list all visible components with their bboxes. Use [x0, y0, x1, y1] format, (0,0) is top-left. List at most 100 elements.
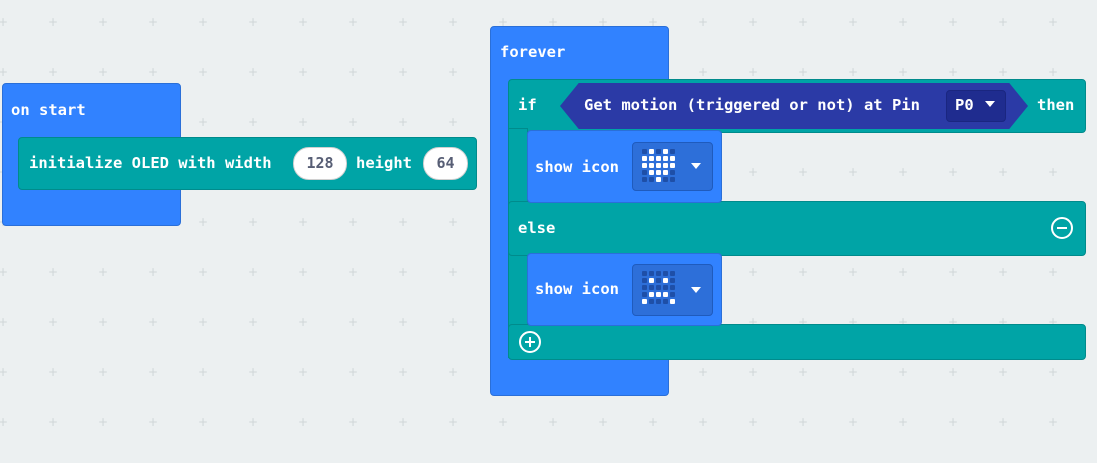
grid-marker: +	[947, 165, 959, 179]
grid-marker: +	[47, 415, 59, 429]
grid-marker: +	[397, 65, 409, 79]
grid-marker: +	[647, 15, 659, 29]
grid-marker: +	[397, 315, 409, 329]
led-off	[663, 177, 668, 182]
led-off	[656, 285, 661, 290]
grid-marker: +	[447, 15, 459, 29]
pin-dropdown-arrow-icon	[985, 101, 995, 107]
sad-face-icon	[642, 271, 675, 304]
grid-marker: +	[647, 415, 659, 429]
if-label: if	[518, 96, 537, 114]
grid-marker: +	[397, 365, 409, 379]
grid-marker: +	[197, 15, 209, 29]
grid-marker: +	[147, 315, 159, 329]
grid-marker: +	[847, 15, 859, 29]
grid-marker: +	[397, 115, 409, 129]
grid-marker: +	[197, 115, 209, 129]
grid-marker: +	[747, 315, 759, 329]
grid-marker: +	[347, 365, 359, 379]
led-off	[656, 299, 661, 304]
led-on	[649, 278, 654, 283]
led-on	[656, 163, 661, 168]
if-else-footer	[508, 324, 1086, 360]
grid-marker: +	[797, 165, 809, 179]
grid-marker: +	[247, 365, 259, 379]
grid-marker: +	[47, 365, 59, 379]
plus-circle-icon[interactable]	[519, 331, 541, 353]
oled-width-input[interactable]: 128	[293, 147, 347, 180]
grid-marker: +	[0, 365, 9, 379]
grid-marker: +	[1047, 65, 1059, 79]
minus-circle-icon[interactable]	[1051, 217, 1073, 239]
led-on	[656, 177, 661, 182]
led-on	[656, 292, 661, 297]
grid-marker: +	[197, 265, 209, 279]
led-on	[649, 170, 654, 175]
led-on	[663, 278, 668, 283]
grid-marker: +	[1047, 415, 1059, 429]
grid-marker: +	[797, 265, 809, 279]
grid-marker: +	[947, 65, 959, 79]
led-on	[656, 156, 661, 161]
grid-marker: +	[597, 415, 609, 429]
grid-marker: +	[247, 315, 259, 329]
grid-marker: +	[1047, 165, 1059, 179]
grid-marker: +	[747, 65, 759, 79]
icon-dropdown-else-arrow-icon	[691, 287, 701, 293]
led-off	[656, 149, 661, 154]
grid-marker: +	[847, 315, 859, 329]
led-on	[663, 170, 668, 175]
grid-marker: +	[947, 415, 959, 429]
grid-marker: +	[997, 165, 1009, 179]
grid-marker: +	[897, 315, 909, 329]
grid-marker: +	[447, 365, 459, 379]
else-section	[508, 201, 1086, 256]
grid-marker: +	[47, 65, 59, 79]
grid-marker: +	[97, 315, 109, 329]
grid-marker: +	[747, 415, 759, 429]
grid-marker: +	[447, 415, 459, 429]
grid-marker: +	[0, 65, 9, 79]
grid-marker: +	[797, 415, 809, 429]
led-off	[649, 271, 654, 276]
grid-marker: +	[147, 15, 159, 29]
grid-marker: +	[147, 65, 159, 79]
grid-marker: +	[397, 215, 409, 229]
led-off	[642, 285, 647, 290]
grid-marker: +	[297, 65, 309, 79]
grid-marker: +	[447, 315, 459, 329]
grid-marker: +	[197, 415, 209, 429]
get-motion-label: Get motion (triggered or not) at Pin	[584, 96, 920, 114]
led-off	[656, 271, 661, 276]
grid-marker: +	[947, 315, 959, 329]
grid-marker: +	[197, 315, 209, 329]
grid-marker: +	[0, 15, 9, 29]
oled-height-input[interactable]: 64	[423, 147, 468, 180]
grid-marker: +	[497, 15, 509, 29]
grid-marker: +	[397, 265, 409, 279]
led-off	[642, 278, 647, 283]
led-on	[656, 170, 661, 175]
led-on	[649, 156, 654, 161]
grid-marker: +	[347, 115, 359, 129]
grid-marker: +	[197, 365, 209, 379]
led-on	[649, 163, 654, 168]
grid-marker: +	[247, 415, 259, 429]
grid-marker: +	[697, 65, 709, 79]
initialize-oled-label: initialize OLED with width	[29, 154, 272, 172]
grid-marker: +	[897, 165, 909, 179]
grid-marker: +	[247, 15, 259, 29]
grid-marker: +	[297, 15, 309, 29]
grid-marker: +	[147, 365, 159, 379]
led-off	[642, 170, 647, 175]
then-label: then	[1037, 96, 1075, 114]
led-off	[642, 177, 647, 182]
grid-marker: +	[1047, 315, 1059, 329]
pin-dropdown[interactable]	[946, 90, 1006, 122]
grid-marker: +	[47, 265, 59, 279]
initialize-oled-block[interactable]	[18, 137, 477, 190]
grid-marker: +	[47, 315, 59, 329]
grid-marker: +	[997, 65, 1009, 79]
grid-marker: +	[297, 215, 309, 229]
grid-marker: +	[247, 215, 259, 229]
